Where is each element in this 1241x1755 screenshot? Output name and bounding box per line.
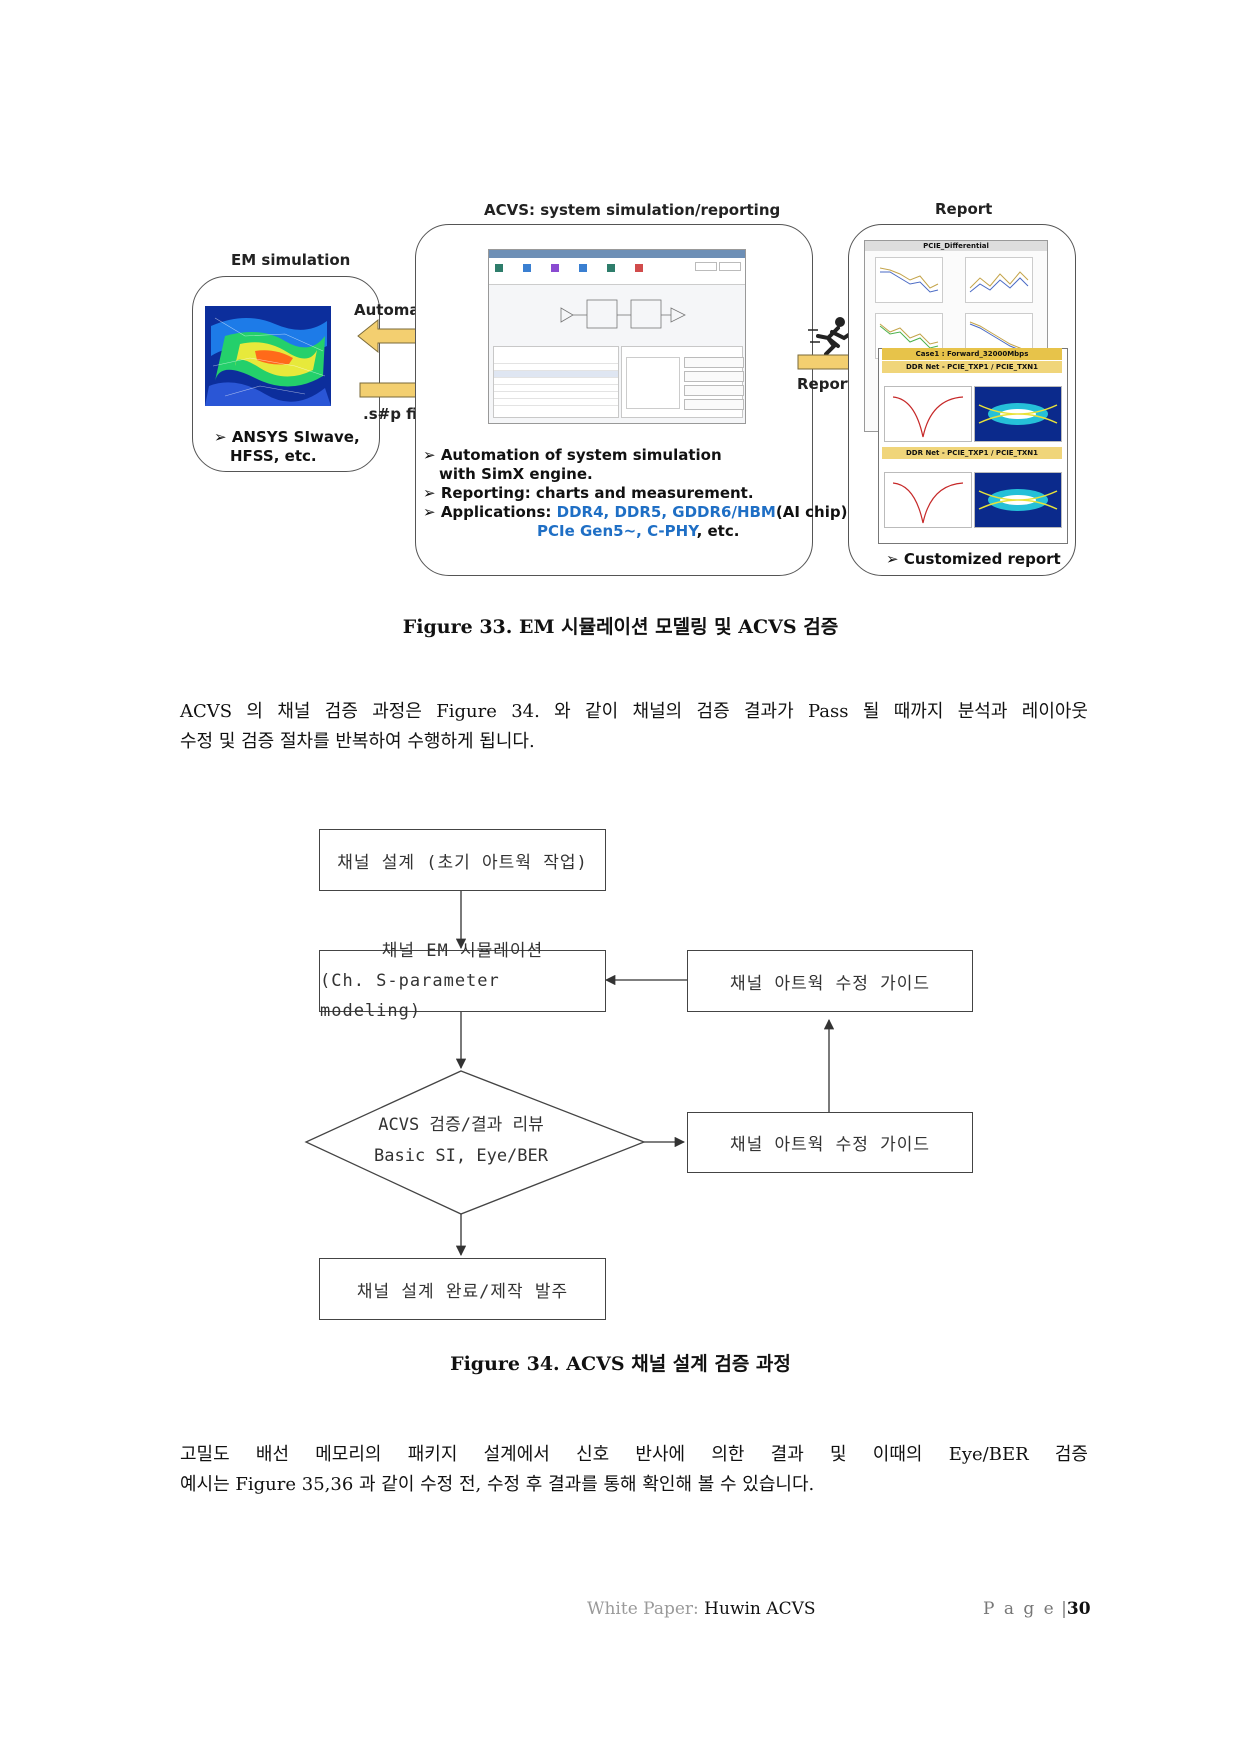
flow-step-em-simulation: 채널 EM 시뮬레이션 (Ch. S-parameter modeling): [319, 950, 606, 1012]
footer-product: Huwin ACVS: [704, 1599, 815, 1619]
flow-step-design-complete-label: 채널 설계 완료/제작 발주: [357, 1277, 568, 1302]
review-decision-text: ACVS 검증/결과 리뷰 Basic SI, Eye/BER: [330, 1110, 592, 1172]
review-decision-label: ACVS 검증/결과 리뷰: [330, 1110, 592, 1141]
flow-step-initial-design-label: 채널 설계 (초기 아트웍 작업): [337, 848, 587, 873]
flow-step-artwork-guide-bottom-label: 채널 아트웍 수정 가이드: [730, 1130, 930, 1155]
flow-step-artwork-guide-top: 채널 아트웍 수정 가이드: [687, 950, 973, 1012]
flow-step-artwork-guide-top-label: 채널 아트웍 수정 가이드: [730, 969, 930, 994]
flow-step-em-simulation-sublabel: (Ch. S-parameter modeling): [320, 966, 605, 1026]
footer-title: White Paper: Huwin ACVS: [587, 1599, 816, 1619]
paragraph-2-line-1: 고밀도 배선 메모리의 패키지 설계에서 신호 반사에 의한 결과 및 이때의 …: [180, 1440, 1088, 1470]
footer-prefix: White Paper:: [587, 1599, 704, 1619]
figure-34-caption: Figure 34. ACVS 채널 설계 검증 과정: [0, 1349, 1241, 1376]
paragraph-2-line-2: 예시는 Figure 35,36 과 같이 수정 전, 수정 후 결과를 통해 …: [180, 1470, 1088, 1500]
page-number: 30: [1067, 1599, 1091, 1619]
flow-step-initial-design: 채널 설계 (초기 아트웍 작업): [319, 829, 606, 891]
flow-step-em-simulation-label: 채널 EM 시뮬레이션: [382, 936, 543, 966]
flow-step-design-complete: 채널 설계 완료/제작 발주: [319, 1258, 606, 1320]
footer-page-label: P a g e: [983, 1599, 1056, 1619]
review-decision-sublabel: Basic SI, Eye/BER: [330, 1141, 592, 1172]
footer-page: P a g e |30: [983, 1599, 1091, 1619]
flow-step-artwork-guide-bottom: 채널 아트웍 수정 가이드: [687, 1112, 973, 1173]
